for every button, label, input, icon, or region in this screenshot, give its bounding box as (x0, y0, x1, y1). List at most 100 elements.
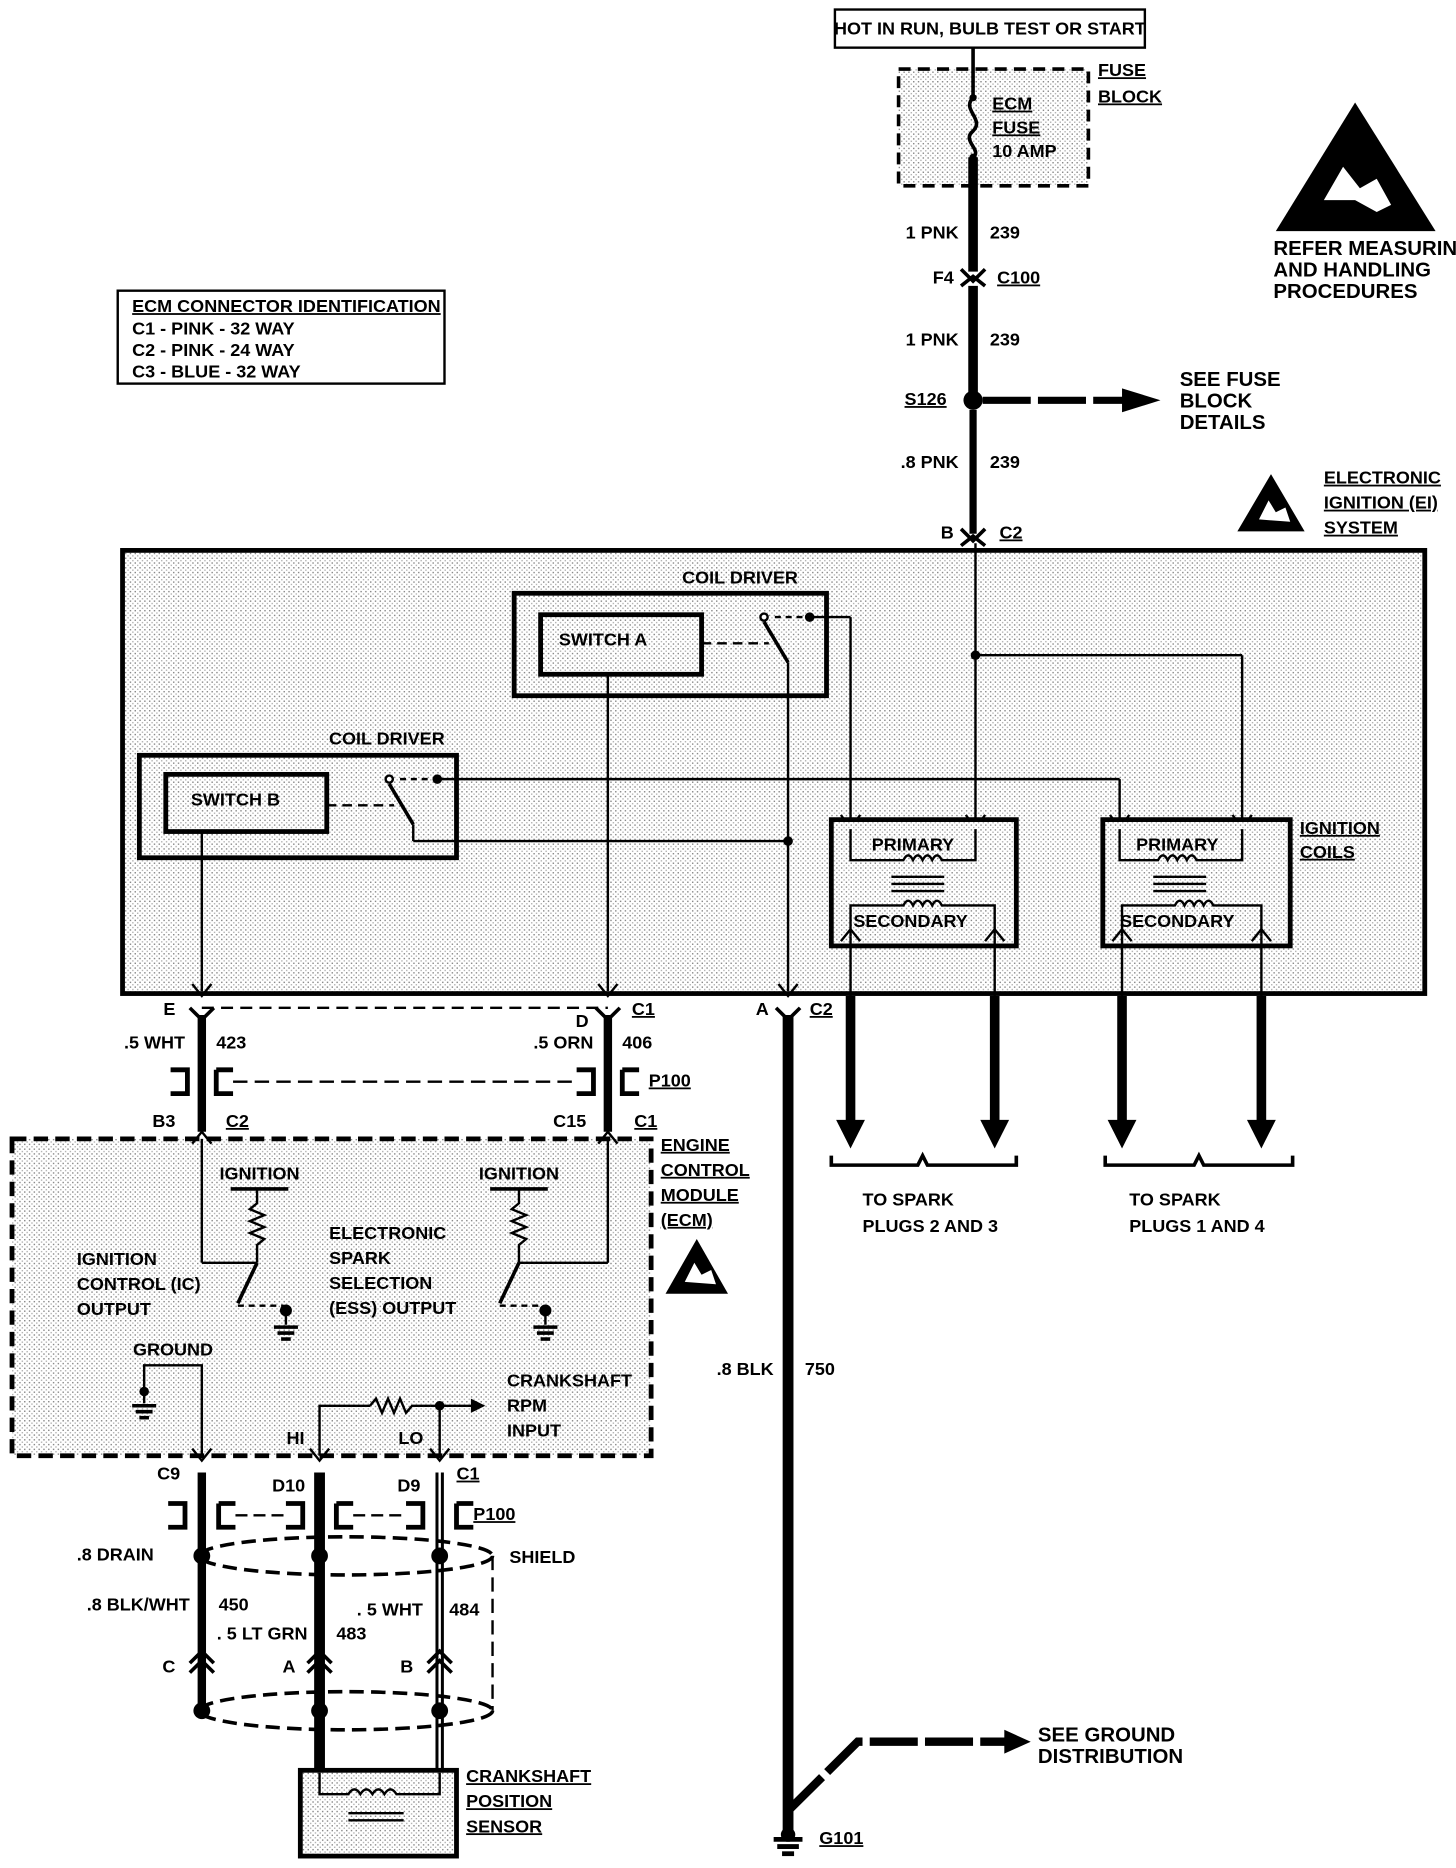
coil-1-primary-label: PRIMARY (872, 835, 954, 855)
sensor-label-1: CRANKSHAFT (466, 1766, 591, 1786)
coil-driver-a-title: COIL DRIVER (682, 568, 798, 588)
ecm-pin-b3-conn: C2 (226, 1111, 249, 1131)
fuse-block-label-1: FUSE (1098, 60, 1146, 80)
ic-output-1: IGNITION (77, 1249, 157, 1269)
sensor-conn-b (426, 1648, 453, 1674)
ecm-label-4: (ECM) (661, 1210, 713, 1230)
wire-406-gauge: .5 ORN (533, 1032, 593, 1052)
switch-b-contact-top (384, 774, 395, 784)
ecm-connector-id-row-2: C2 - PINK - 24 WAY (132, 340, 295, 360)
ic-ignition-label: IGNITION (219, 1163, 299, 1183)
ltgrn-circuit: 483 (336, 1623, 366, 1643)
sensor-label-3: SENSOR (466, 1816, 542, 1836)
power-source-label: HOT IN RUN, BULB TEST OR START (834, 19, 1146, 39)
sensor-pin-c: C (162, 1657, 175, 1677)
pin-a-label: A (756, 999, 769, 1019)
spark-brace-1 (829, 1151, 1019, 1167)
shield-label: SHIELD (509, 1547, 575, 1567)
feed-gauge-upper: 1 PNK (906, 222, 959, 242)
esd-caution-3: PROCEDURES (1273, 281, 1417, 303)
hv-lead-2-arrow (980, 1119, 1010, 1149)
ground-dist-arrow (1004, 1729, 1031, 1754)
hv-lead-4-arrow (1246, 1119, 1276, 1149)
sensor-pin-c1: C1 (457, 1464, 480, 1484)
ecm-pin-b3-arrow (191, 1129, 213, 1145)
crank-input-arrow (470, 1398, 486, 1413)
switch-a-blade (762, 620, 790, 664)
pin-e-arrow (191, 983, 213, 998)
ic-ground-icon (273, 1315, 298, 1341)
ei-system-label-3: SYSTEM (1324, 518, 1398, 538)
blkwht-gauge: .8 BLK/WHT (87, 1595, 190, 1615)
crank-input-3: INPUT (507, 1421, 561, 1441)
coil-2-secondary-winding (1120, 899, 1263, 937)
ess-output-4: (ESS) OUTPUT (329, 1298, 456, 1318)
sensor-pin-b: B (400, 1657, 413, 1677)
ecm-c9-arrow (191, 1447, 213, 1463)
ic-ground-node (279, 1304, 292, 1317)
ic-output-2: CONTROL (IC) (77, 1274, 201, 1294)
fuse-label-2: FUSE (992, 117, 1040, 137)
coil-2-out-right-arrow (1250, 927, 1272, 942)
coil-1-out-left-arrow (839, 927, 862, 942)
feed-gauge-mid: 1 PNK (906, 330, 959, 350)
hv-lead-3-arrow (1107, 1119, 1137, 1149)
ecm-lo-label: LO (398, 1428, 423, 1448)
esd-warning-icon-ecm (665, 1238, 728, 1294)
ecm-box (9, 1136, 654, 1459)
sensor-conn-c (188, 1648, 216, 1674)
shield-node-3 (431, 1547, 449, 1565)
p100-lower-1 (168, 1501, 236, 1530)
ess-transistor-blade (498, 1262, 521, 1305)
fuse-details-arrow-head (1122, 388, 1161, 413)
esd-warning-icon-large (1275, 102, 1436, 232)
fuse-details-1: SEE FUSE (1180, 369, 1281, 391)
ess-output-1: ELECTRONIC (329, 1223, 446, 1243)
shield-node-5 (311, 1702, 328, 1720)
pin-d-conn: C1 (632, 999, 655, 1019)
shield-top (197, 1535, 495, 1577)
coil-1-primary-winding (849, 829, 977, 863)
pin-a-arrow (777, 983, 799, 998)
ignition-coils-label-2: COILS (1300, 842, 1355, 862)
coil-2-primary-winding (1118, 829, 1244, 863)
ecm-ground-icon (132, 1391, 157, 1420)
coil-1-secondary-label: SECONDARY (853, 911, 967, 931)
wire-423-circuit: 423 (216, 1032, 246, 1052)
feed-circuit-mid: 239 (990, 330, 1020, 350)
coil-2-primary-label: PRIMARY (1136, 835, 1218, 855)
ecm-label-3: MODULE (661, 1185, 739, 1205)
crank-resistor (369, 1395, 431, 1417)
coil-1-secondary-winding (849, 899, 996, 937)
ecm-connector-id-title: ECM CONNECTOR IDENTIFICATION (132, 296, 441, 316)
ic-output-3: OUTPUT (77, 1299, 151, 1319)
sensor-pin-c9: C9 (157, 1464, 180, 1484)
ground-bus-junction (783, 836, 793, 846)
pin-d-label: D (576, 1011, 589, 1031)
c100-connector-icon (959, 267, 987, 288)
switch-b-box (163, 771, 330, 834)
crank-input-2: RPM (507, 1396, 547, 1416)
hv-lead-1-arrow (836, 1119, 865, 1149)
feed-circuit-upper: 239 (990, 222, 1020, 242)
fuse-details-3: DETAILS (1180, 412, 1266, 434)
crank-input-1: CRANKSHAFT (507, 1371, 632, 1391)
ess-ignition-label: IGNITION (479, 1163, 559, 1183)
ground-dist-1: SEE GROUND (1038, 1725, 1175, 1747)
ground-dist-branch (785, 1737, 1012, 1814)
ic-transistor-blade (236, 1262, 259, 1305)
p100-lower-3 (406, 1501, 474, 1530)
esd-caution-2: AND HANDLING (1273, 259, 1431, 281)
ltgrn-gauge: . 5 LT GRN (217, 1623, 308, 1643)
coil-2-out-left-arrow (1111, 927, 1133, 942)
ecm-pin-b3: B3 (152, 1111, 175, 1131)
sensor-pin-d9: D9 (397, 1476, 420, 1496)
spark-brace-2 (1103, 1151, 1295, 1167)
fuse-details-2: BLOCK (1180, 391, 1253, 413)
ecm-ground-label: GROUND (133, 1340, 213, 1360)
wht-gauge: . 5 WHT (357, 1600, 423, 1620)
ei-c2-conn: C2 (999, 523, 1022, 543)
pin-a-conn: C2 (810, 999, 833, 1019)
c100-id: C100 (997, 268, 1040, 288)
